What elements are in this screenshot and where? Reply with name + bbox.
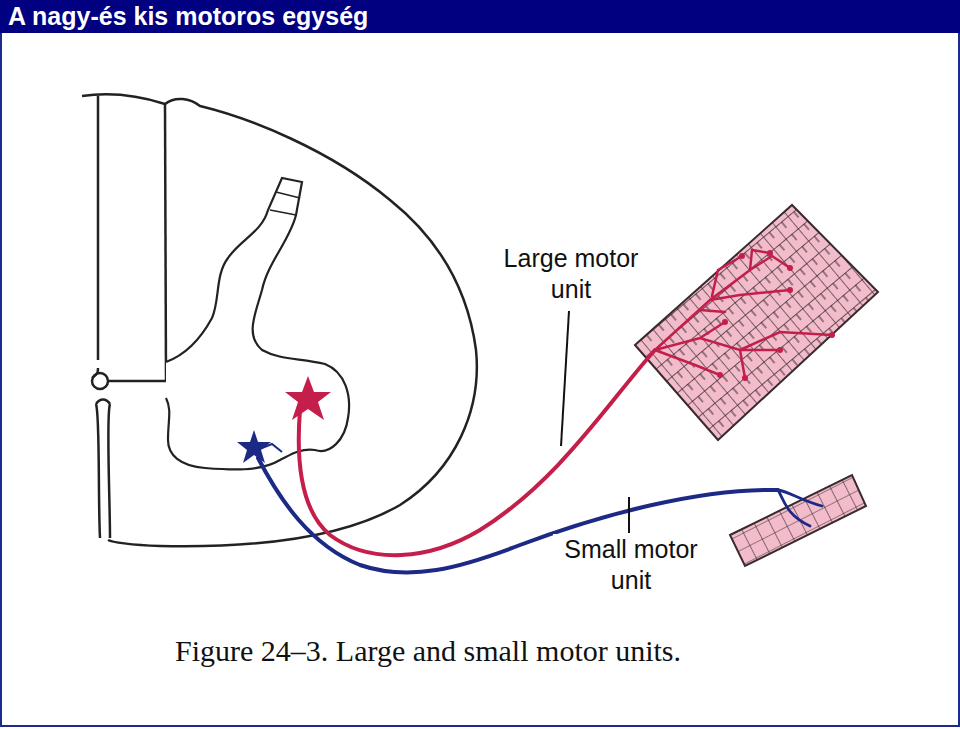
callout-label: Small motor unit <box>553 534 709 596</box>
title-text: A nagy-és kis motoros egység <box>8 1 368 31</box>
leader-line <box>561 311 569 446</box>
small-motor-axon <box>258 458 822 573</box>
leader-line <box>628 497 630 533</box>
callout-label: Large motor unit <box>493 243 649 305</box>
large-muscle <box>635 205 878 440</box>
spinal-cord <box>82 94 477 546</box>
gray-matter <box>166 178 349 470</box>
figure-caption: Figure 24–3. Large and small motor units… <box>175 633 681 669</box>
large-motor-neuron <box>285 376 331 420</box>
